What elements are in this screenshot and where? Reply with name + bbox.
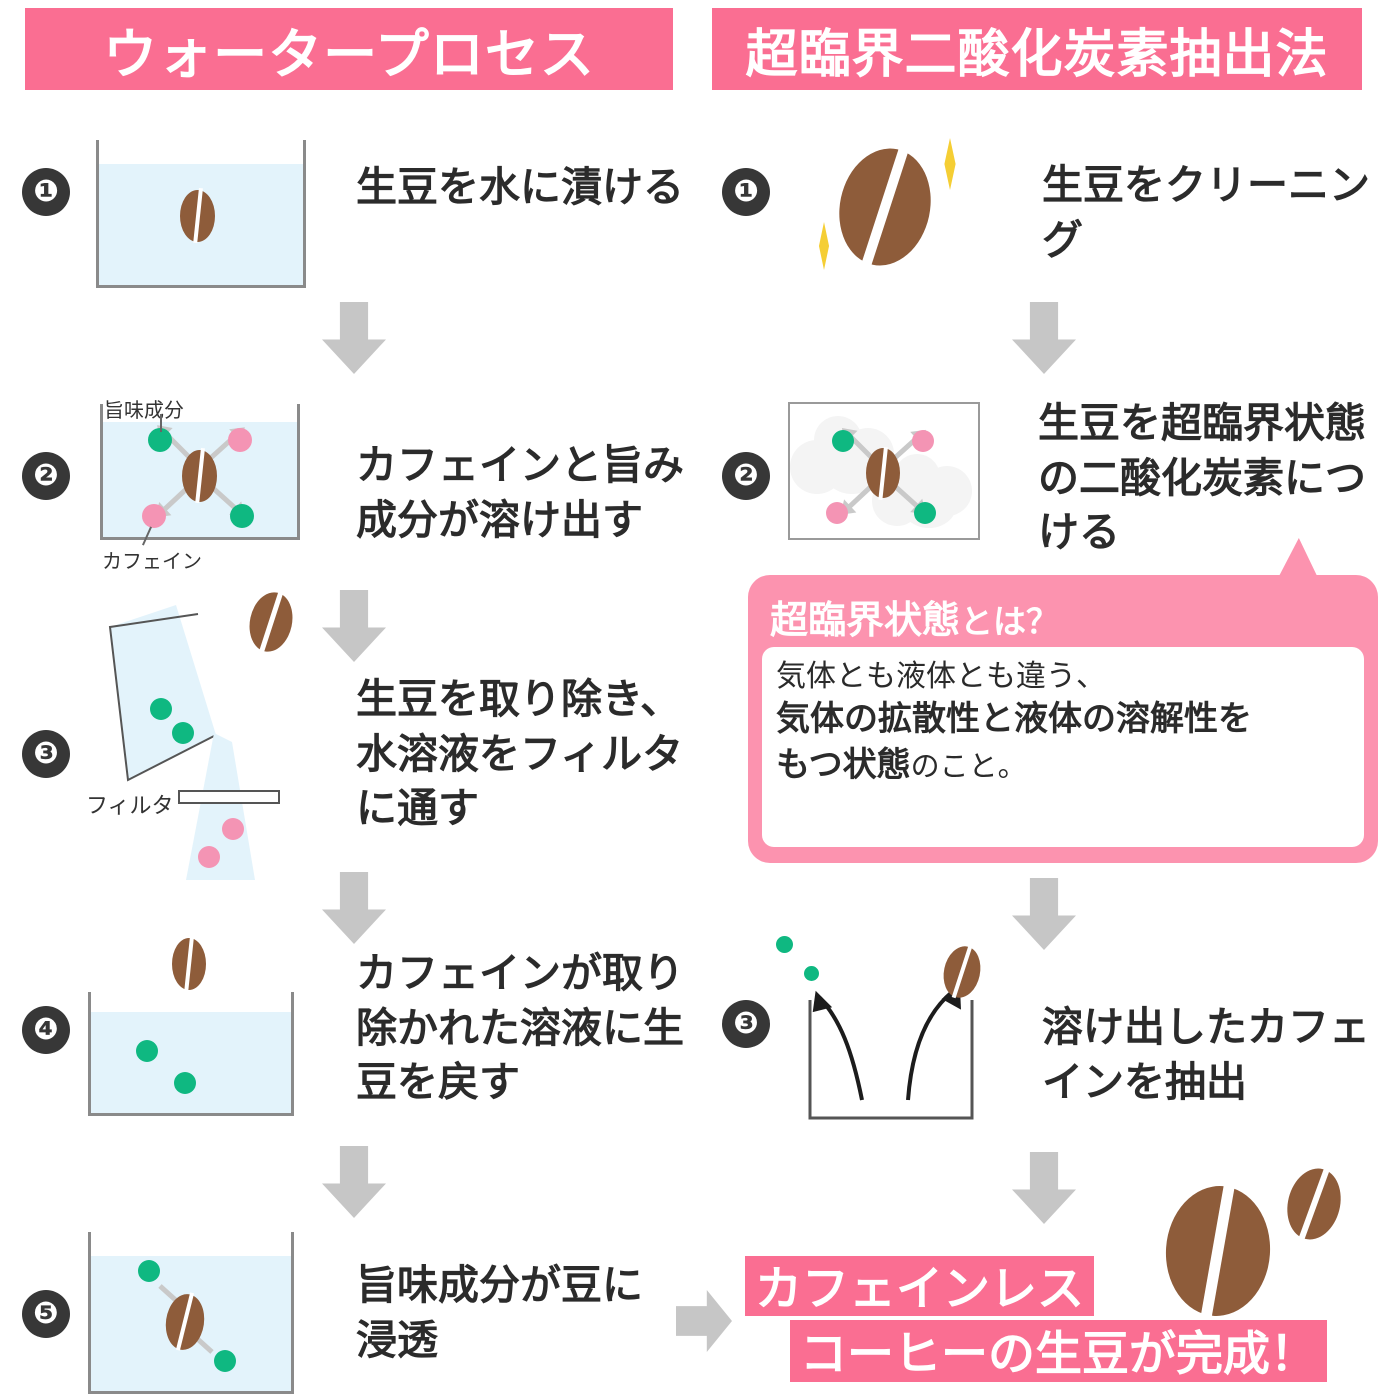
step-number-right-2: ❷	[722, 452, 770, 500]
final-result-line-2: コーヒーの生豆が完成！	[790, 1320, 1327, 1382]
flow-arrow-right-1-2	[1012, 302, 1076, 374]
caffeine-dot	[142, 504, 166, 528]
coffee-bean-icon	[180, 188, 215, 244]
beaker-left-4	[88, 992, 294, 1116]
step-caption-left-4: カフェインが取り 除かれた溶液に生 豆を戻す	[356, 950, 684, 1106]
umami-dot	[214, 1350, 236, 1372]
umami-dot	[148, 428, 172, 452]
tilted-beaker-water	[110, 605, 216, 780]
sparkle-icon	[818, 222, 830, 270]
pour-stream	[186, 733, 255, 880]
tilted-beaker-outline	[108, 613, 217, 782]
beaker-glass	[88, 1232, 294, 1394]
step-caption-right-1: 生豆をクリーニン グ	[1042, 162, 1370, 263]
coffee-bean-icon	[162, 1291, 208, 1353]
callout-body: 気体とも液体とも違う、 気体の拡散性と液体の溶解性を もつ状態のこと。	[762, 647, 1364, 847]
callout-body-line-3-bold: もつ状態	[776, 745, 911, 784]
sparkle-icon	[944, 138, 956, 190]
umami-dot	[150, 698, 172, 720]
umami-dot	[804, 966, 819, 981]
extraction-vessel	[808, 1000, 974, 1120]
umami-dot	[914, 502, 936, 524]
step-number-right-3: ❸	[722, 1000, 770, 1048]
umami-dot	[832, 430, 854, 452]
water-fill	[88, 1012, 294, 1116]
flow-arrow-right-3-final	[1012, 1152, 1076, 1224]
umami-dot	[174, 1072, 196, 1094]
beaker-left-2	[100, 404, 300, 540]
coffee-bean-icon	[172, 936, 206, 992]
annotation-filter-label: フィルタ	[86, 793, 174, 818]
flow-arrow-left-4-5	[322, 1146, 386, 1218]
callout-body-line-2: 気体の拡散性と液体の溶解性を	[776, 700, 1252, 739]
callout-body-line-1: 気体とも液体とも違う、	[776, 660, 1106, 693]
flow-arrow-left-2-3	[322, 590, 386, 662]
annotation-umami-leader	[160, 414, 162, 432]
step-caption-left-5: 旨味成分が豆に 浸透	[356, 1262, 643, 1363]
callout-title-rest: とは？	[960, 603, 1060, 640]
callout-bubble: 超臨界状態とは？ 気体とも液体とも違う、 気体の拡散性と液体の溶解性を もつ状態…	[748, 575, 1378, 863]
beaker-right-2	[788, 402, 980, 540]
step-caption-right-3: 溶け出したカフェ インを抽出	[1042, 1004, 1370, 1105]
extraction-arrow-right	[906, 990, 954, 1101]
flow-arrow-left-3-4	[322, 872, 386, 944]
step-caption-left-3: 生豆を取り除き、 水溶液をフィルタ に通す	[356, 676, 684, 832]
coffee-bean-icon	[1161, 1182, 1275, 1320]
step-number-left-5: ❺	[22, 1290, 70, 1338]
umami-dot	[136, 1040, 158, 1062]
caffeine-dot	[222, 818, 244, 840]
callout-title: 超臨界状態とは？	[770, 589, 1059, 644]
callout-body-line-3: もつ状態のこと。	[776, 743, 1350, 789]
step-number-left-3: ❸	[22, 730, 70, 778]
flow-arrow-right-2-3	[1012, 878, 1076, 950]
column-header-label: 超臨界二酸化炭素抽出法	[745, 25, 1329, 84]
annotation-umami-label: 旨味成分	[104, 400, 184, 422]
annotation-caffeine-label: カフェイン	[102, 551, 202, 573]
coffee-bean-icon	[938, 942, 986, 1002]
beaker-glass	[100, 404, 300, 540]
step-caption-left-1: 生豆を水に漬ける	[356, 164, 684, 210]
flow-arrow-left-1-2	[322, 302, 386, 374]
beaker-glass	[88, 992, 294, 1116]
column-header-water-process: ウォータープロセス	[25, 8, 673, 90]
coffee-bean-icon	[244, 588, 298, 656]
step-caption-right-2: 生豆を超臨界状態 の二酸化炭素につ ける	[1038, 400, 1366, 556]
beaker-left-1	[96, 140, 306, 288]
beaker-glass	[788, 402, 980, 540]
coffee-bean-icon	[828, 139, 942, 275]
extraction-arrow-left	[818, 996, 864, 1101]
coffee-bean-icon	[1280, 1162, 1348, 1246]
filter-bar	[178, 790, 280, 804]
step-caption-left-2: カフェインと旨み 成分が溶け出す	[356, 442, 684, 543]
caffeine-dot	[826, 502, 848, 524]
column-header-supercritical-co2: 超臨界二酸化炭素抽出法	[712, 8, 1362, 90]
step-number-left-2: ❷	[22, 452, 70, 500]
beaker-glass	[96, 140, 306, 288]
umami-dot	[230, 504, 254, 528]
callout-title-bold: 超臨界状態	[770, 600, 961, 642]
step-number-left-1: ❶	[22, 168, 70, 216]
coffee-bean-icon	[182, 448, 217, 504]
column-header-label: ウォータープロセス	[103, 24, 595, 85]
beaker-left-5	[88, 1232, 294, 1394]
umami-dot	[138, 1260, 160, 1282]
caffeine-dot	[228, 428, 252, 452]
step-number-right-1: ❶	[722, 168, 770, 216]
caffeine-dot	[912, 430, 934, 452]
caffeine-dot	[198, 846, 220, 868]
callout-body-line-3-rest: のこと。	[910, 750, 1027, 783]
coffee-bean-icon	[866, 446, 900, 500]
flow-arrow-to-final	[676, 1290, 732, 1352]
final-result-line-1: カフェインレス	[745, 1256, 1094, 1316]
step-number-left-4: ❹	[22, 1006, 70, 1054]
umami-dot	[776, 936, 793, 953]
umami-dot	[172, 722, 194, 744]
